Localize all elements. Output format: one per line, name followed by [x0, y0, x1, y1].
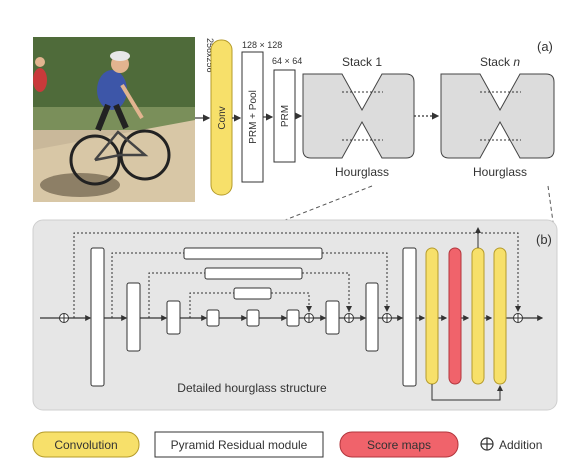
- prm-block: [286, 309, 300, 327]
- prm-block: [365, 282, 379, 352]
- hourglass-stack-n: [440, 73, 555, 159]
- prm-block: [90, 247, 105, 387]
- conv-block: [493, 247, 507, 385]
- prm-block: [325, 300, 340, 335]
- hourglass-stack-1: [302, 73, 415, 159]
- legend-addition-icon: [480, 437, 494, 451]
- prm-block: [166, 300, 181, 335]
- legend-score-maps-swatch: [339, 431, 459, 458]
- panel-a: 256x256 Conv PRM + Pool 128 × 128 PRM 64…: [33, 37, 555, 223]
- skip-connections: [73, 232, 519, 318]
- prm-block: [206, 309, 220, 327]
- size-64-label: 64 × 64: [272, 56, 302, 66]
- addition-node: [59, 313, 69, 323]
- stack-n-prefix: Stack: [480, 55, 513, 69]
- addition-node: [513, 313, 523, 323]
- conv-block: [425, 247, 439, 385]
- stack-n-label: Stack n: [480, 55, 520, 69]
- prm-block: [402, 247, 417, 387]
- input-photo: [33, 37, 195, 202]
- skip-prm-block: [233, 287, 272, 300]
- hourglass-1-label: Hourglass: [335, 165, 389, 179]
- prm-block: [126, 282, 141, 352]
- panel-b-caption: Detailed hourglass structure: [177, 381, 327, 395]
- size-128-label: 128 × 128: [242, 40, 282, 50]
- panel-b: (b): [32, 219, 558, 411]
- panel-b-label: (b): [536, 232, 552, 247]
- conv-block: [471, 247, 485, 385]
- input-size-label: 256x256: [205, 38, 215, 73]
- legend-score-maps-label: Score maps: [367, 438, 431, 452]
- addition-node: [344, 313, 354, 323]
- prm-pool-label: PRM + Pool: [248, 90, 259, 144]
- score-maps-block: [448, 247, 462, 385]
- prm-label: PRM: [280, 105, 291, 127]
- addition-node: [304, 313, 314, 323]
- conv-label: Conv: [217, 106, 228, 129]
- stack-n-var: n: [513, 55, 520, 69]
- skip-prm-block: [204, 267, 303, 280]
- legend: Convolution Pyramid Residual module Scor…: [32, 431, 542, 458]
- legend-addition-label: Addition: [499, 438, 542, 452]
- hourglass-n-label: Hourglass: [473, 165, 527, 179]
- legend-convolution-swatch: [32, 431, 140, 458]
- legend-prm-label: Pyramid Residual module: [171, 438, 308, 452]
- addition-node: [382, 313, 392, 323]
- legend-prm-swatch: [154, 431, 324, 458]
- legend-convolution-label: Convolution: [54, 438, 117, 452]
- stack-1-label: Stack 1: [342, 55, 382, 69]
- panel-a-label: (a): [537, 39, 553, 54]
- prm-block: [246, 309, 260, 327]
- skip-prm-block: [183, 247, 323, 260]
